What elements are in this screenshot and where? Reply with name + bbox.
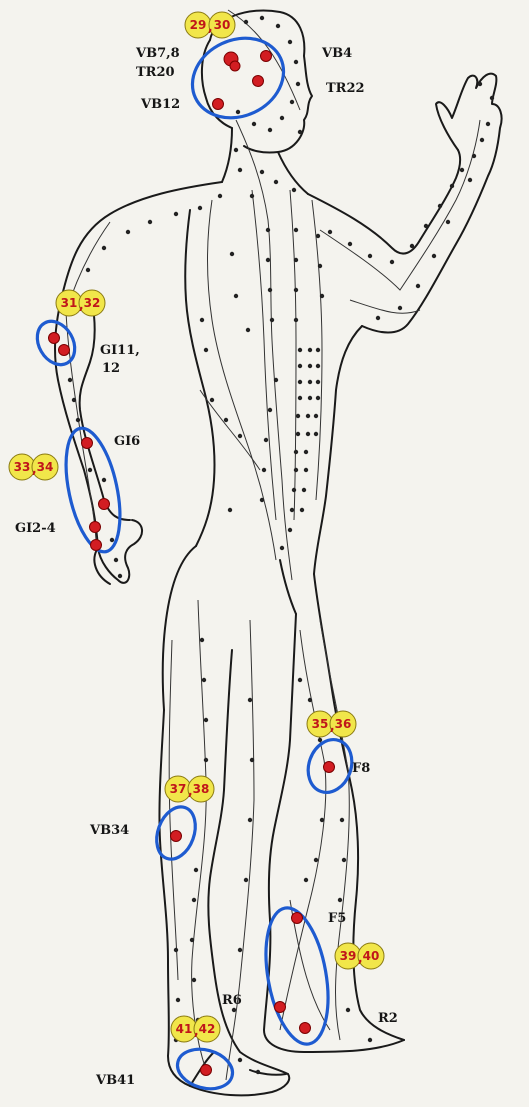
svg-text:,: , [330, 719, 335, 733]
svg-text:35: 35 [312, 717, 329, 731]
svg-text:31: 31 [61, 296, 78, 310]
svg-text:42: 42 [199, 1022, 216, 1036]
svg-text:,: , [208, 20, 213, 34]
label-f8: F8 [352, 761, 370, 776]
ring-head [179, 24, 296, 133]
label-tr22: TR22 [326, 81, 365, 96]
svg-text:32: 32 [84, 296, 101, 310]
svg-text:,: , [194, 1024, 199, 1038]
red-point [253, 76, 264, 87]
key-points [49, 51, 335, 1076]
red-point [171, 831, 182, 842]
label-gi6: GI6 [114, 434, 140, 449]
red-point [324, 762, 335, 773]
svg-text:,: , [32, 462, 37, 476]
ring-ankle [256, 903, 337, 1049]
label-f5: F5 [328, 911, 346, 926]
red-point [49, 333, 60, 344]
label-vb78: VB7,8 [135, 46, 180, 61]
red-point [300, 1023, 311, 1034]
red-point [99, 499, 110, 510]
red-point [213, 99, 224, 110]
red-point [230, 61, 240, 71]
svg-text:,: , [188, 784, 193, 798]
svg-text:,: , [79, 298, 84, 312]
svg-text:38: 38 [193, 782, 210, 796]
svg-text:29: 29 [190, 18, 207, 32]
svg-text:41: 41 [176, 1022, 193, 1036]
body-outline [55, 10, 502, 1095]
label-vb41: VB41 [95, 1073, 135, 1088]
label-vb4: VB4 [321, 46, 352, 61]
svg-text:33: 33 [14, 460, 31, 474]
red-point [59, 345, 70, 356]
red-point [275, 1002, 286, 1013]
label-tr20: TR20 [136, 65, 175, 80]
red-point [292, 913, 303, 924]
svg-text:40: 40 [363, 949, 380, 963]
number-badges: 29 30 31 32 33 34 35 36 37 38 [9, 12, 384, 1042]
svg-text:,: , [358, 951, 363, 965]
svg-text:36: 36 [335, 717, 352, 731]
red-point [201, 1065, 212, 1076]
label-r6: R6 [222, 993, 242, 1008]
svg-text:37: 37 [170, 782, 187, 796]
svg-text:34: 34 [37, 460, 54, 474]
point-labels: VB7,8 TR20 VB12 VB4 TR22 GI11, 12 GI6 GI… [15, 46, 398, 1088]
red-point [261, 51, 272, 62]
red-point [82, 438, 93, 449]
label-r2: R2 [378, 1011, 398, 1026]
red-point [90, 522, 101, 533]
label-vb34: VB34 [89, 823, 129, 838]
red-point [91, 540, 102, 551]
label-gi11: GI11, [100, 343, 140, 358]
label-gi2-4: GI2-4 [15, 521, 56, 536]
label-gi11-b: 12 [102, 361, 120, 376]
svg-text:39: 39 [340, 949, 357, 963]
label-vb12: VB12 [140, 97, 180, 112]
svg-text:30: 30 [214, 18, 231, 32]
